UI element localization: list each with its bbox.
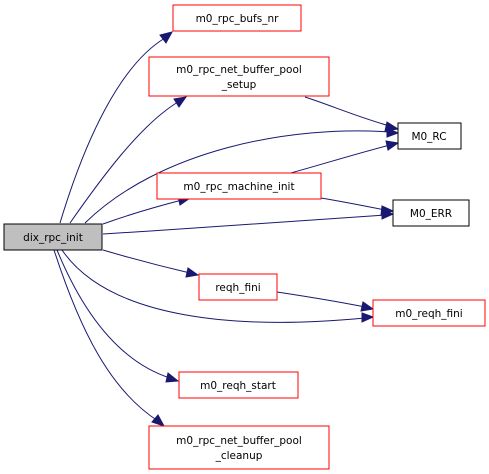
edge-arrow-root-m0-err: [381, 209, 395, 220]
node-label: m0_rpc_machine_init: [183, 181, 294, 193]
node-machine-init[interactable]: m0_rpc_machine_init: [156, 172, 322, 200]
node-reqh-start[interactable]: m0_reqh_start: [178, 371, 299, 399]
edge-root-to-m0-err: [102, 214, 386, 235]
node-m0-rc[interactable]: M0_RC: [397, 122, 462, 150]
edge-arrow-root-m0-rc: [386, 127, 400, 138]
node-label: reqh_fini: [215, 282, 260, 294]
edge-arrow-bufs-nr: [159, 31, 173, 44]
node-label: M0_ERR: [410, 208, 452, 220]
edge-arrow-nbp-cleanup: [151, 414, 166, 427]
edge-root-to-machine-init: [102, 199, 183, 225]
edge-root-to-bufs-nr: [59, 37, 166, 224]
node-label: m0_rpc_bufs_nr: [196, 13, 280, 25]
graph-nodes: dix_rpc_init m0_rpc_bufs_nr m0_rpc_net_b…: [3, 4, 486, 470]
node-nbp-setup[interactable]: m0_rpc_net_buffer_pool _setup: [148, 56, 330, 97]
node-root[interactable]: dix_rpc_init: [3, 223, 103, 251]
node-label-line-2: _setup: [221, 79, 257, 91]
node-nbp-cleanup[interactable]: m0_rpc_net_buffer_pool _cleanup: [148, 425, 330, 470]
edge-machine-init-to-m0-rc: [286, 144, 391, 175]
edge-arrow-reqh-start: [165, 372, 180, 383]
node-label-line-1: m0_rpc_net_buffer_pool: [176, 435, 302, 447]
node-label-line-2: _cleanup: [215, 450, 263, 462]
edge-nbp-setup-to-m0-rc: [304, 96, 391, 127]
node-bufs-nr[interactable]: m0_rpc_bufs_nr: [172, 4, 302, 32]
edge-root-to-nbp-setup: [69, 101, 179, 224]
edge-machine-init-to-m0-err: [320, 197, 386, 211]
node-label: m0_reqh_fini: [395, 308, 462, 320]
edge-arrow-root-m0-reqh-fini: [361, 312, 375, 323]
edge-arrow-machine-init-m0-rc: [385, 140, 400, 151]
edge-arrow-reqh-fini: [185, 267, 200, 278]
edge-root-to-reqh-start: [56, 249, 171, 379]
node-label-line-1: m0_rpc_net_buffer_pool: [176, 64, 302, 76]
node-label: m0_reqh_start: [200, 380, 276, 392]
edge-reqh-fini-to-m0-reqh-fini: [276, 291, 366, 308]
node-m0-err[interactable]: M0_ERR: [392, 199, 470, 227]
node-label: M0_RC: [411, 131, 446, 143]
edge-root-to-nbp-cleanup: [53, 249, 159, 422]
node-m0-reqh-fini[interactable]: m0_reqh_fini: [372, 299, 486, 327]
edge-arrow-nbp-setup: [173, 96, 188, 108]
graph-edges: [53, 31, 400, 427]
edge-arrow-reqh-fini-m0-reqh-fini: [360, 301, 375, 312]
node-reqh-fini[interactable]: reqh_fini: [198, 273, 278, 301]
edge-root-to-reqh-fini: [102, 249, 191, 274]
edge-root-to-m0-rc: [84, 130, 391, 224]
edge-root-to-m0-reqh-fini: [61, 249, 366, 323]
node-label: dix_rpc_init: [23, 232, 83, 244]
